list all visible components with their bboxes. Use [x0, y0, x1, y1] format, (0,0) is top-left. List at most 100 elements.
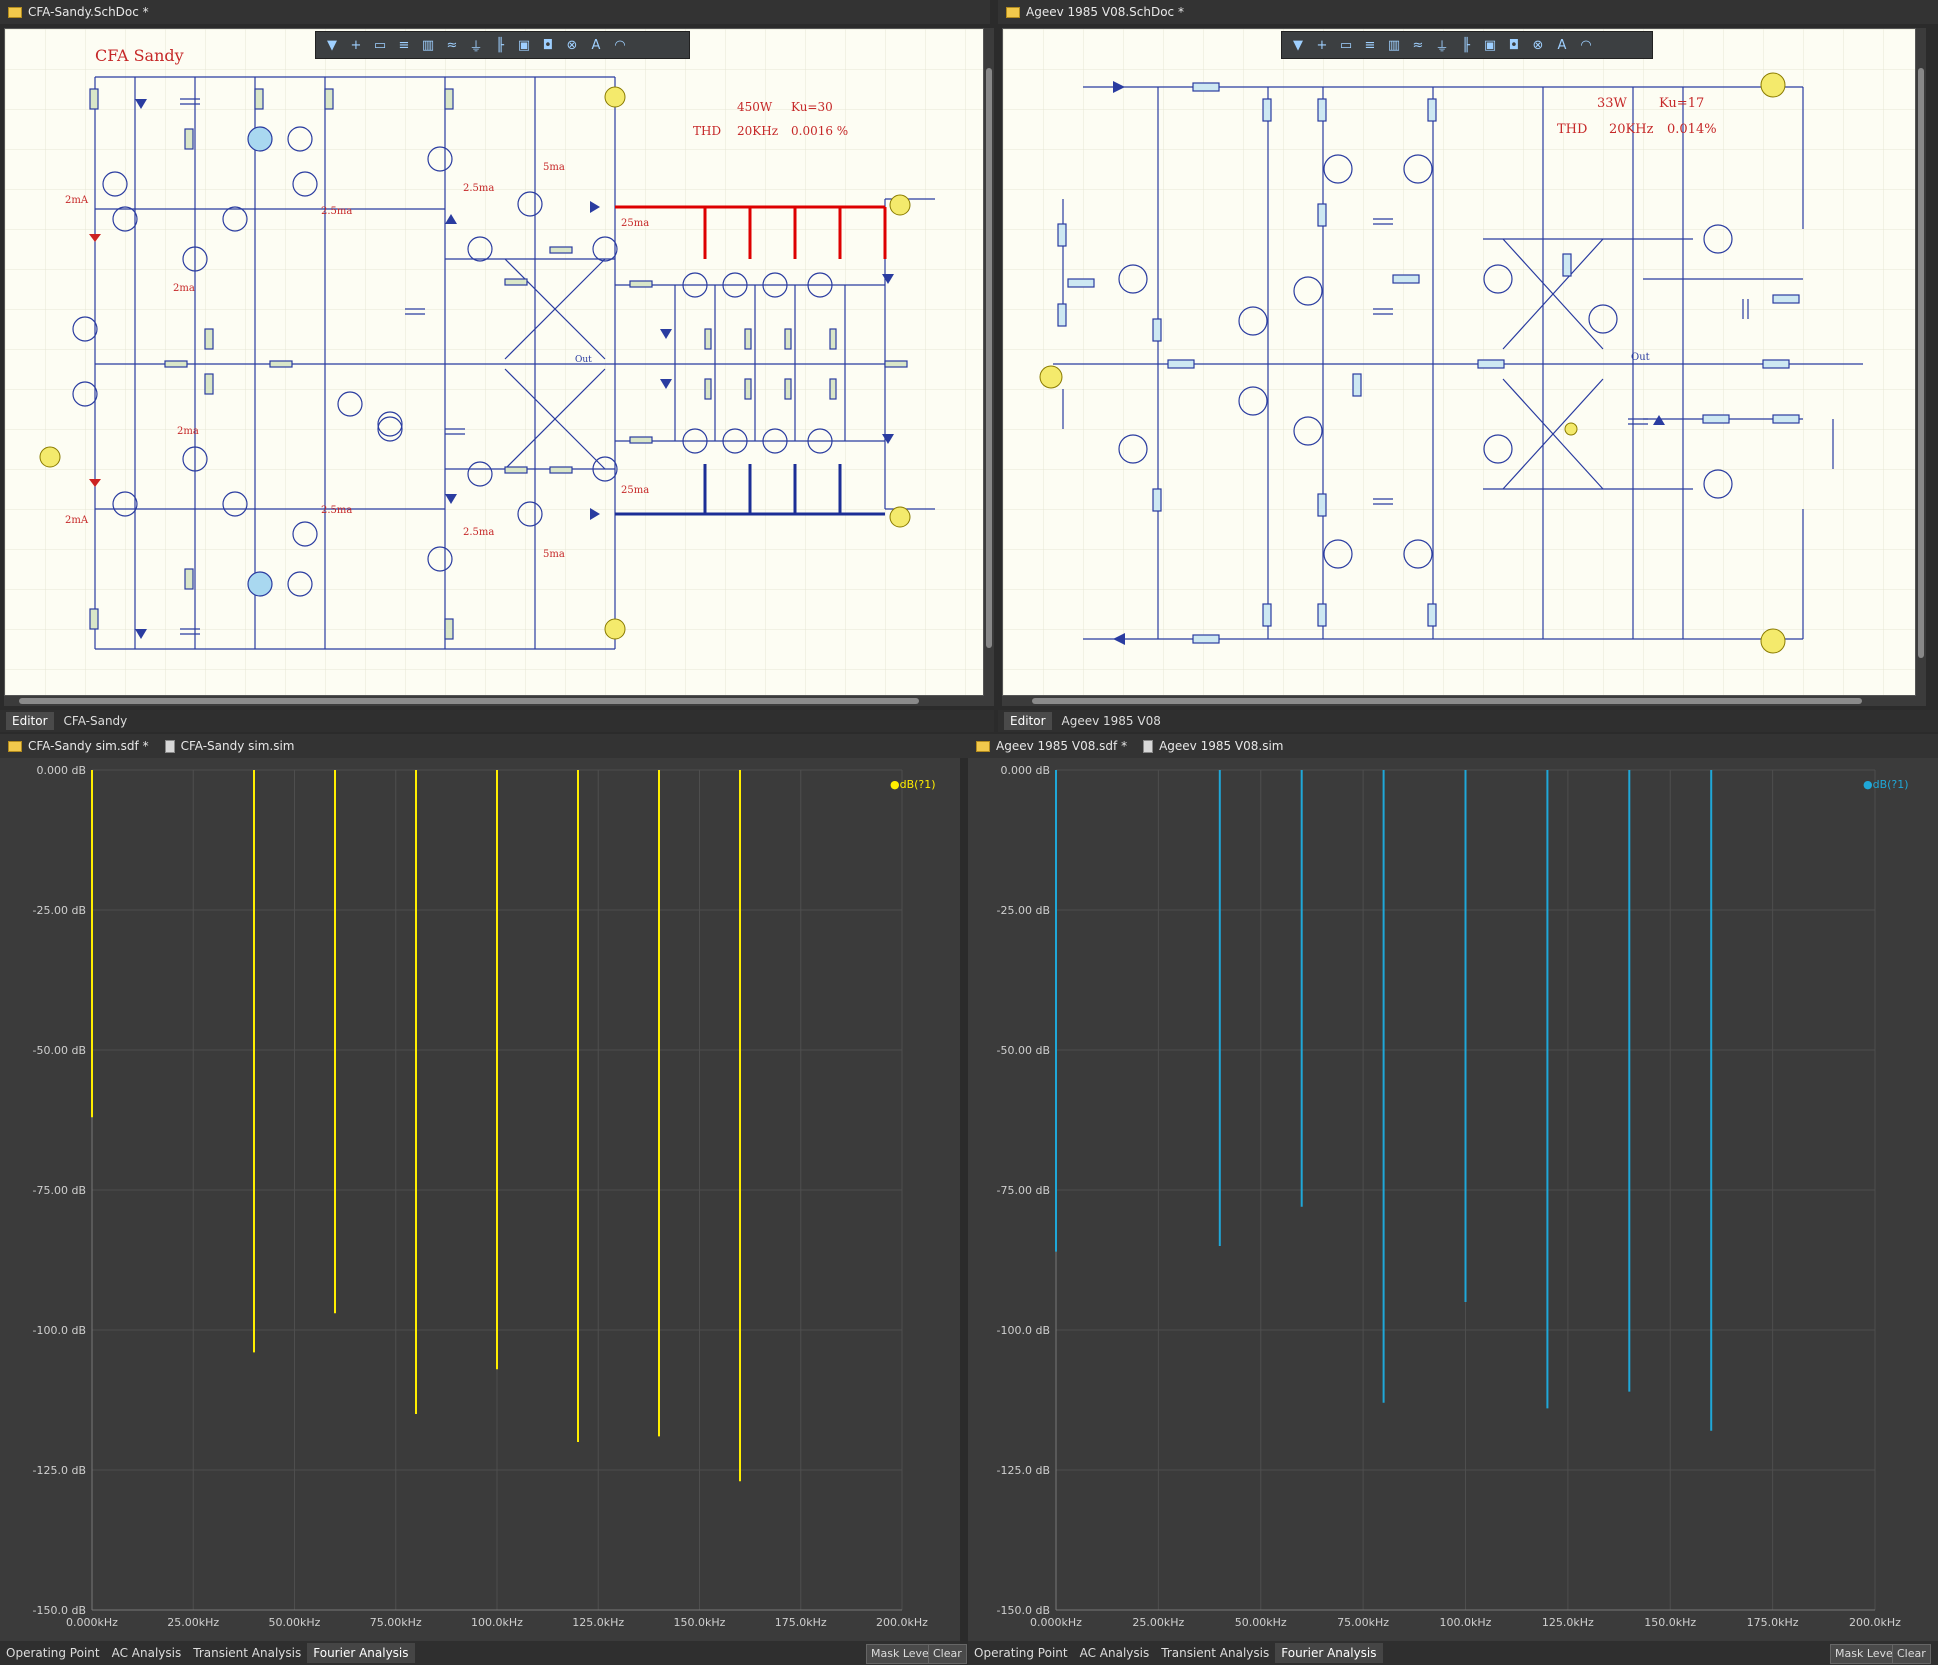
right-document-tab[interactable]: Ageev 1985 V08.SchDoc * [1006, 5, 1184, 19]
wire-icon[interactable]: ≈ [1412, 37, 1424, 53]
document-icon [1143, 739, 1154, 753]
current-label: 2mA [65, 515, 89, 526]
component-icon[interactable]: ▥ [421, 37, 435, 53]
y-tick-label: -25.00 dB [33, 904, 87, 917]
right-thd-value: 0.014% [1667, 122, 1717, 137]
right-schematic-canvas[interactable]: 33W Ku=17 THD 20KHz 0.014% Out ▼ + ▭ ≡ ▥… [1002, 28, 1916, 696]
current-label: 5ma [543, 162, 565, 173]
right-sdf-tab[interactable]: Ageev 1985 V08.sdf * [976, 739, 1127, 753]
ground-icon[interactable]: ⏚ [469, 39, 483, 55]
tab-transient-analysis[interactable]: Transient Analysis [193, 1646, 302, 1660]
tab-fourier-analysis[interactable]: Fourier Analysis [1275, 1643, 1383, 1663]
text-icon[interactable]: A [591, 37, 601, 53]
tab-ac-analysis[interactable]: AC Analysis [1079, 1646, 1150, 1660]
bus-icon[interactable]: ╟ [496, 37, 504, 53]
wire-icon[interactable]: ≈ [446, 37, 458, 53]
x-tick-label: 200.0kHz [1849, 1616, 1901, 1629]
mask-level-button[interactable]: Mask Level [866, 1644, 937, 1664]
tab-ac-analysis[interactable]: AC Analysis [111, 1646, 182, 1660]
text-icon[interactable]: A [1557, 37, 1567, 53]
no-erc-icon[interactable]: ⊗ [1532, 37, 1544, 53]
x-tick-label: 0.000kHz [1030, 1616, 1082, 1629]
document-icon [164, 739, 175, 753]
left-editor-doc-name[interactable]: CFA-Sandy [63, 714, 128, 728]
x-tick-label: 100.0kHz [471, 1616, 523, 1629]
arc-icon[interactable]: ◠ [1580, 37, 1592, 53]
right-analysis-tabbar: Operating Point AC Analysis Transient An… [968, 1641, 1938, 1665]
left-horizontal-scrollbar[interactable] [4, 696, 994, 706]
no-erc-icon[interactable]: ⊗ [566, 37, 578, 53]
left-sim-tab-label: CFA-Sandy sim.sim [180, 739, 295, 753]
waveform-file-icon [8, 740, 22, 752]
current-label: 5ma [543, 549, 565, 560]
right-fourier-chart: 0.000 dB-25.00 dB-50.00 dB-75.00 dB-100.… [997, 764, 1909, 1629]
left-gain-label: Ku=30 [791, 100, 833, 114]
right-schematic-drawing: 33W Ku=17 THD 20KHz 0.014% Out [1003, 29, 1915, 695]
x-tick-label: 100.0kHz [1440, 1616, 1492, 1629]
port-icon[interactable]: ▣ [1483, 37, 1497, 53]
y-tick-label: 0.000 dB [36, 764, 86, 777]
tab-operating-point[interactable]: Operating Point [6, 1646, 100, 1660]
align-icon[interactable]: ≡ [398, 37, 410, 53]
y-tick-label: -100.0 dB [997, 1324, 1051, 1337]
net-label-icon[interactable]: ◘ [1508, 37, 1520, 53]
tab-transient-analysis[interactable]: Transient Analysis [1161, 1646, 1270, 1660]
select-rect-icon[interactable]: ▭ [373, 37, 387, 53]
left-fourier-plot[interactable]: 0.000 dB-25.00 dB-50.00 dB-75.00 dB-100.… [0, 758, 960, 1644]
y-tick-label: -125.0 dB [997, 1464, 1051, 1477]
add-icon[interactable]: + [1316, 37, 1328, 53]
current-label: 2mA [65, 195, 89, 206]
y-tick-label: -125.0 dB [33, 1464, 87, 1477]
bus-icon[interactable]: ╟ [1462, 37, 1470, 53]
schematic-file-icon [8, 6, 22, 18]
left-editor-tab[interactable]: Editor [6, 712, 54, 730]
y-tick-label: 0.000 dB [1000, 764, 1050, 777]
add-icon[interactable]: + [350, 37, 362, 53]
left-schematic-title: CFA Sandy [95, 46, 184, 65]
mask-level-button[interactable]: Mask Level [1830, 1644, 1901, 1664]
right-gain-label: Ku=17 [1659, 96, 1704, 111]
tab-operating-point[interactable]: Operating Point [974, 1646, 1068, 1660]
right-thd-label: THD [1557, 122, 1587, 137]
right-horizontal-scrollbar[interactable] [1002, 696, 1926, 706]
right-sim-tab-label: Ageev 1985 V08.sim [1159, 739, 1284, 753]
x-tick-label: 75.00kHz [370, 1616, 422, 1629]
net-label-icon[interactable]: ◘ [542, 37, 554, 53]
waveform-file-icon [976, 740, 990, 752]
left-thd-label: THD [693, 124, 721, 138]
align-icon[interactable]: ≡ [1364, 37, 1376, 53]
left-sdf-tab[interactable]: CFA-Sandy sim.sdf * [8, 739, 149, 753]
left-thd-freq: 20KHz [737, 124, 778, 138]
x-tick-label: 0.000kHz [66, 1616, 118, 1629]
right-vertical-scrollbar[interactable] [1916, 28, 1926, 696]
x-tick-label: 25.00kHz [167, 1616, 219, 1629]
left-thd-value: 0.0016 % [791, 124, 848, 138]
clear-button[interactable]: Clear [928, 1644, 967, 1664]
left-sim-tab[interactable]: CFA-Sandy sim.sim [164, 739, 295, 753]
x-tick-label: 50.00kHz [1235, 1616, 1287, 1629]
clear-button[interactable]: Clear [1892, 1644, 1931, 1664]
ground-icon[interactable]: ⏚ [1435, 39, 1449, 55]
filter-icon[interactable]: ▼ [327, 37, 337, 53]
right-out-label: Out [1631, 352, 1650, 363]
y-tick-label: -150.0 dB [33, 1604, 87, 1617]
component-icon[interactable]: ▥ [1387, 37, 1401, 53]
y-tick-label: -150.0 dB [997, 1604, 1051, 1617]
port-icon[interactable]: ▣ [517, 37, 531, 53]
left-editor-tabs: Editor CFA-Sandy [0, 710, 994, 732]
right-editor-doc-name[interactable]: Ageev 1985 V08 [1061, 714, 1161, 728]
left-document-tab[interactable]: CFA-Sandy.SchDoc * [8, 5, 149, 19]
legend-label: ●dB(?1) [890, 778, 936, 791]
left-schematic-canvas[interactable]: CFA Sandy 450W Ku=30 THD 20KHz 0.0016 % … [4, 28, 984, 696]
tab-fourier-analysis[interactable]: Fourier Analysis [307, 1643, 415, 1663]
x-tick-label: 150.0kHz [1644, 1616, 1696, 1629]
right-sim-tab[interactable]: Ageev 1985 V08.sim [1143, 739, 1284, 753]
left-vertical-scrollbar[interactable] [984, 28, 994, 696]
filter-icon[interactable]: ▼ [1293, 37, 1303, 53]
y-tick-label: -25.00 dB [997, 904, 1051, 917]
arc-icon[interactable]: ◠ [614, 37, 626, 53]
right-fourier-plot[interactable]: 0.000 dB-25.00 dB-50.00 dB-75.00 dB-100.… [968, 758, 1938, 1644]
right-editor-tab[interactable]: Editor [1004, 712, 1052, 730]
left-sim-tabbar: CFA-Sandy sim.sdf * CFA-Sandy sim.sim [0, 734, 994, 758]
select-rect-icon[interactable]: ▭ [1339, 37, 1353, 53]
